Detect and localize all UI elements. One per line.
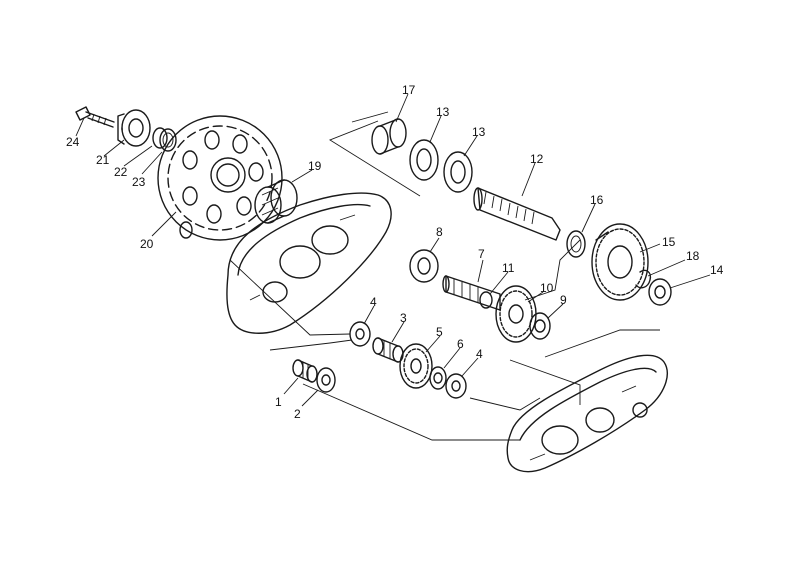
part-19-hub — [254, 179, 298, 224]
right-housing-cover — [506, 354, 668, 473]
part-17-sleeve — [371, 118, 407, 155]
callout-4a: 4 — [370, 295, 377, 309]
callout-6: 6 — [457, 337, 464, 351]
part-16-spacer — [566, 230, 586, 258]
part-15-large-gear — [591, 223, 649, 301]
leader-lines — [75, 93, 711, 407]
part-9-bearing — [529, 312, 551, 340]
callout-5: 5 — [436, 325, 443, 339]
part-4-bearing-b — [445, 373, 467, 399]
part-5-gear — [399, 343, 433, 389]
part-6-small-gear — [429, 366, 447, 390]
callout-24: 24 — [66, 135, 80, 149]
callout-9: 9 — [560, 293, 567, 307]
part-1-needle-bearing — [292, 359, 318, 383]
callout-labels: 1 2 3 4 4 5 6 7 8 9 10 11 12 13 13 14 15… — [66, 83, 724, 421]
callout-20: 20 — [140, 237, 154, 251]
callout-1: 1 — [275, 395, 282, 409]
part-20-sprocket — [157, 115, 283, 241]
callout-4b: 4 — [476, 347, 483, 361]
part-24-bolt — [75, 106, 115, 128]
part-22-23-rings — [152, 127, 177, 152]
callout-17: 17 — [402, 83, 416, 97]
part-13-bearing-b — [443, 151, 473, 193]
part-3-needle-bearing — [372, 337, 404, 363]
part-14-bearing — [648, 278, 672, 306]
callout-13a: 13 — [436, 105, 450, 119]
callout-18: 18 — [686, 249, 700, 263]
part-2-bearing — [316, 367, 336, 393]
assembly-guide-lines — [229, 111, 660, 441]
callout-10: 10 — [540, 281, 554, 295]
part-10-gear — [495, 285, 537, 343]
callout-13b: 13 — [472, 125, 486, 139]
callout-11: 11 — [502, 261, 515, 275]
callout-19: 19 — [308, 159, 322, 173]
callout-12: 12 — [530, 152, 544, 166]
callout-2: 2 — [294, 407, 301, 421]
part-8-bearing — [409, 249, 439, 283]
callout-15: 15 — [662, 235, 676, 249]
callout-7: 7 — [478, 247, 485, 261]
callout-14: 14 — [710, 263, 724, 277]
callout-3: 3 — [400, 311, 407, 325]
callout-8: 8 — [436, 225, 443, 239]
callout-22: 22 — [114, 165, 128, 179]
part-18-clip — [635, 269, 652, 289]
part-4-bearing-a — [349, 321, 371, 347]
part-12-main-shaft — [473, 187, 561, 241]
left-housing-cover — [226, 192, 392, 334]
part-21-bearing — [117, 109, 151, 147]
callout-16: 16 — [590, 193, 604, 207]
part-13-bearing-a — [409, 139, 439, 181]
part-11-washer — [479, 291, 493, 309]
callout-21: 21 — [96, 153, 110, 167]
callout-23: 23 — [132, 175, 146, 189]
